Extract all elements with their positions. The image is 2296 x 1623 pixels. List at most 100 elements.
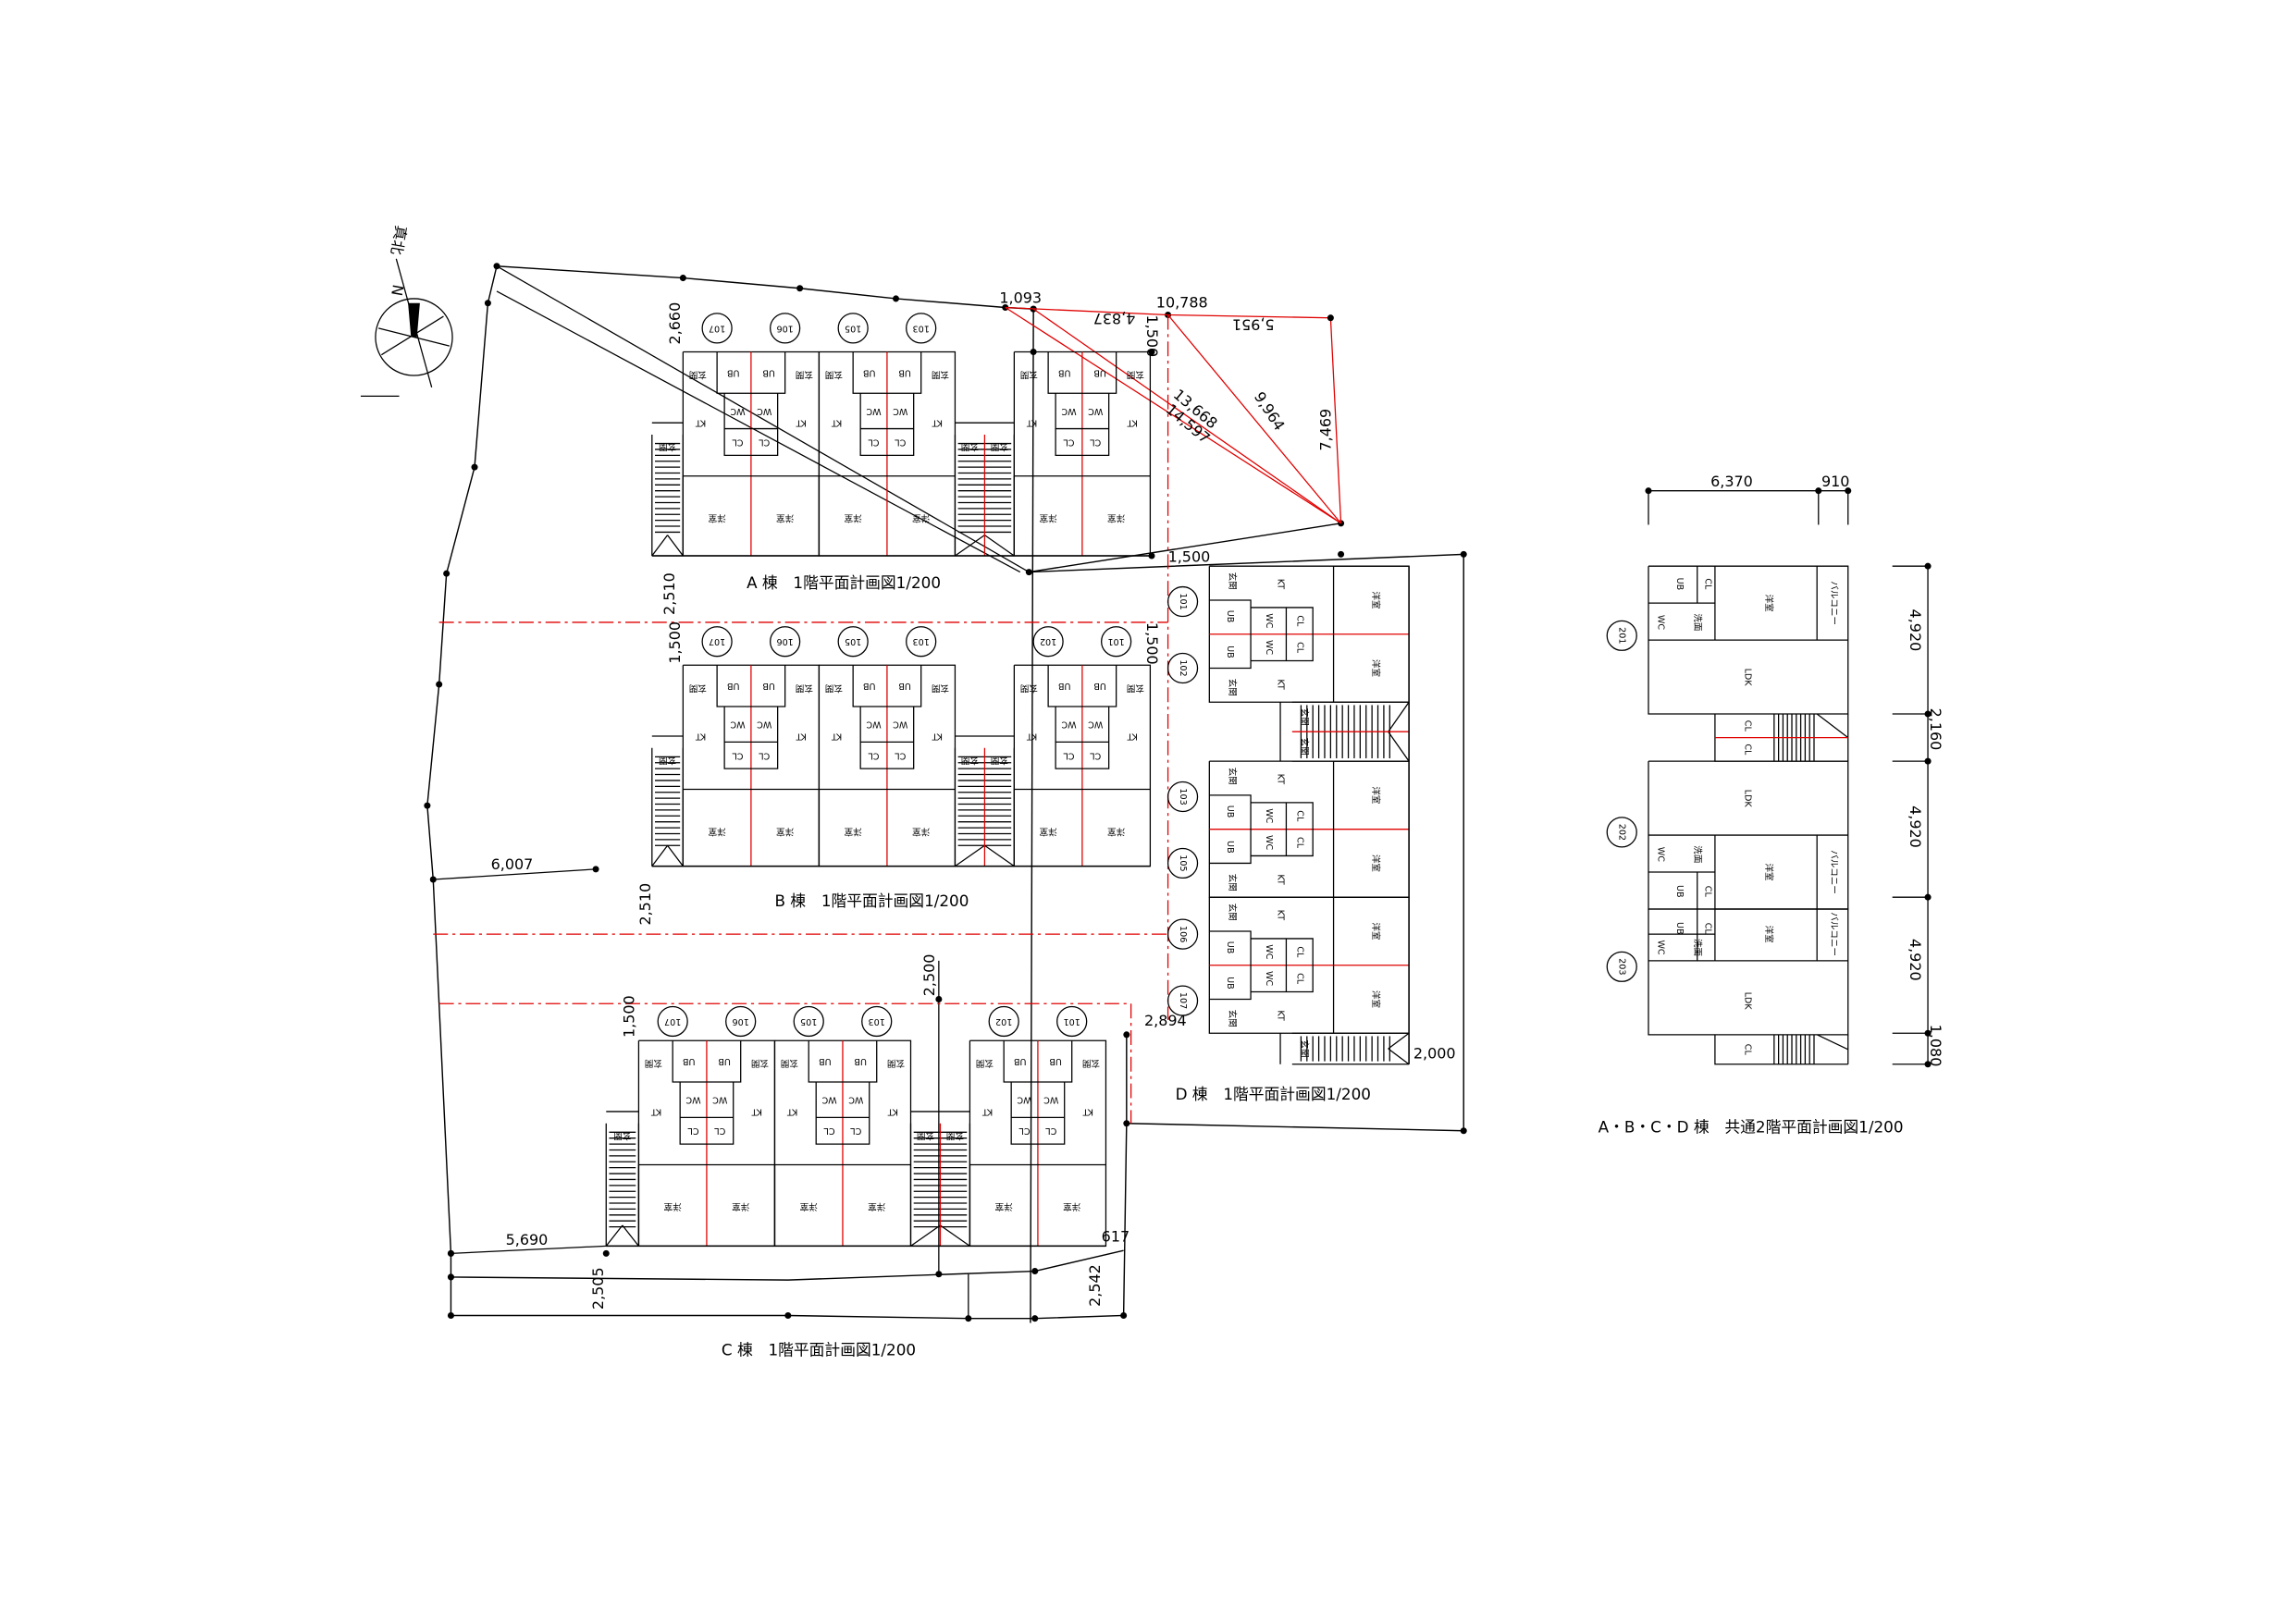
room-label: KT	[751, 1106, 762, 1116]
room-label: WC	[1264, 808, 1274, 823]
stair-arrow	[651, 844, 669, 867]
stair-arrow	[1388, 701, 1410, 732]
survey-point	[1815, 487, 1822, 495]
room-label: WC	[1655, 847, 1665, 862]
unit-number-badge	[770, 313, 801, 344]
room-label: CL	[687, 1125, 699, 1136]
survey-point	[784, 1311, 792, 1320]
room-label: 玄関	[645, 1058, 662, 1069]
line	[672, 1040, 742, 1083]
survey-point	[679, 275, 686, 282]
survey-point	[1460, 1127, 1467, 1135]
room-label: WC	[757, 719, 772, 730]
room-label: WC	[1088, 406, 1103, 416]
unit-number-badge	[701, 313, 733, 344]
dim-label: 2,160	[1927, 708, 1944, 751]
room-label: 洋室	[844, 826, 862, 837]
room-label: WC	[1017, 1095, 1031, 1105]
room-label: 玄関	[1020, 682, 1038, 694]
room-label: WC	[730, 406, 745, 416]
dim-label: 6,370	[1710, 473, 1753, 490]
room-label: CL	[1743, 744, 1753, 756]
unit-number-badge	[1606, 620, 1637, 651]
dim-label: 1,500	[666, 621, 684, 664]
line	[1003, 1040, 1073, 1083]
room-label: UB	[898, 367, 911, 377]
unit-number-badge	[1167, 918, 1199, 950]
room-label: 洋室	[1063, 1201, 1081, 1212]
stair-arrow	[955, 844, 985, 867]
room-label: UB	[1225, 610, 1235, 623]
unit-number-badge	[837, 313, 869, 344]
survey-point	[1327, 314, 1334, 322]
unit-number-badge	[1167, 781, 1199, 813]
room-label: 玄関	[932, 682, 949, 694]
room-label: KT	[932, 731, 943, 741]
unit-number: 103	[869, 1016, 885, 1027]
room-label: 洋室	[776, 826, 795, 837]
room-label: KT	[1276, 774, 1286, 785]
survey-point	[1338, 550, 1345, 558]
room-label: LDK	[1743, 669, 1753, 687]
stair-arrow	[1388, 1032, 1410, 1050]
room-label: UB	[819, 1056, 832, 1066]
room-label: WC	[1043, 1095, 1058, 1105]
stair-arrow	[651, 535, 669, 557]
survey-point	[1924, 562, 1932, 570]
room-label: WC	[757, 406, 772, 416]
room-label: KT	[787, 1106, 798, 1116]
room-label: WC	[1655, 940, 1665, 954]
room-label: 玄関	[991, 755, 1008, 766]
room-label: WC	[1088, 719, 1103, 730]
room-label: CL	[1743, 720, 1753, 732]
room-label: 洋室	[1370, 990, 1381, 1009]
stair-arrow	[910, 1224, 941, 1247]
room-label: UB	[683, 1056, 696, 1066]
room-label: WC	[1655, 615, 1665, 630]
room-label: UB	[718, 1056, 731, 1066]
room-label: 洗面	[1692, 845, 1703, 864]
line	[815, 1081, 870, 1145]
room-label: CL	[1294, 973, 1304, 985]
room-label: UB	[1225, 646, 1235, 658]
line	[808, 1040, 878, 1083]
survey-point	[436, 681, 443, 688]
room-label: LDK	[1743, 992, 1753, 1011]
dim-label: 4,837	[1093, 310, 1136, 327]
stair-arrow	[940, 1224, 970, 1247]
title-building-d: D 棟 1階平面計画図1/200	[1176, 1085, 1371, 1103]
room-label: 洋室	[1370, 855, 1381, 873]
stair-arrow	[955, 535, 985, 557]
room-label: KT	[796, 731, 807, 741]
unit-number: 202	[1617, 824, 1627, 841]
room-label: CL	[1743, 1044, 1753, 1056]
room-label: LDK	[1743, 790, 1753, 808]
room-label: CL	[1294, 946, 1304, 958]
stair-arrow	[1388, 731, 1410, 762]
room-label: 玄関	[781, 1058, 798, 1069]
room-label: UB	[762, 681, 775, 691]
room-label: WC	[1264, 613, 1274, 628]
line	[723, 707, 779, 769]
room-label: CL	[759, 436, 771, 447]
room-label: 洋室	[732, 1201, 750, 1212]
unit-number: 106	[1178, 926, 1188, 942]
dim-label: 2,000	[1413, 1044, 1456, 1062]
stair-arrow	[667, 844, 684, 867]
survey-point	[1120, 1311, 1128, 1320]
dim-label: 4,920	[1907, 805, 1924, 848]
unit-number: 103	[913, 636, 930, 646]
room-label: 玄関	[659, 441, 676, 452]
room-label: 玄関	[961, 755, 979, 766]
survey-point	[1460, 550, 1467, 558]
dim-label: 2,894	[1144, 1012, 1187, 1029]
stair-outline	[1714, 714, 1848, 762]
unit-number: 102	[1040, 636, 1056, 646]
dim-label: 617	[1102, 1228, 1129, 1246]
room-label: UB	[863, 681, 876, 691]
line	[859, 707, 915, 769]
line	[1251, 802, 1314, 857]
room-label: バルコニー	[1828, 581, 1838, 625]
room-label: 玄関	[796, 682, 813, 694]
